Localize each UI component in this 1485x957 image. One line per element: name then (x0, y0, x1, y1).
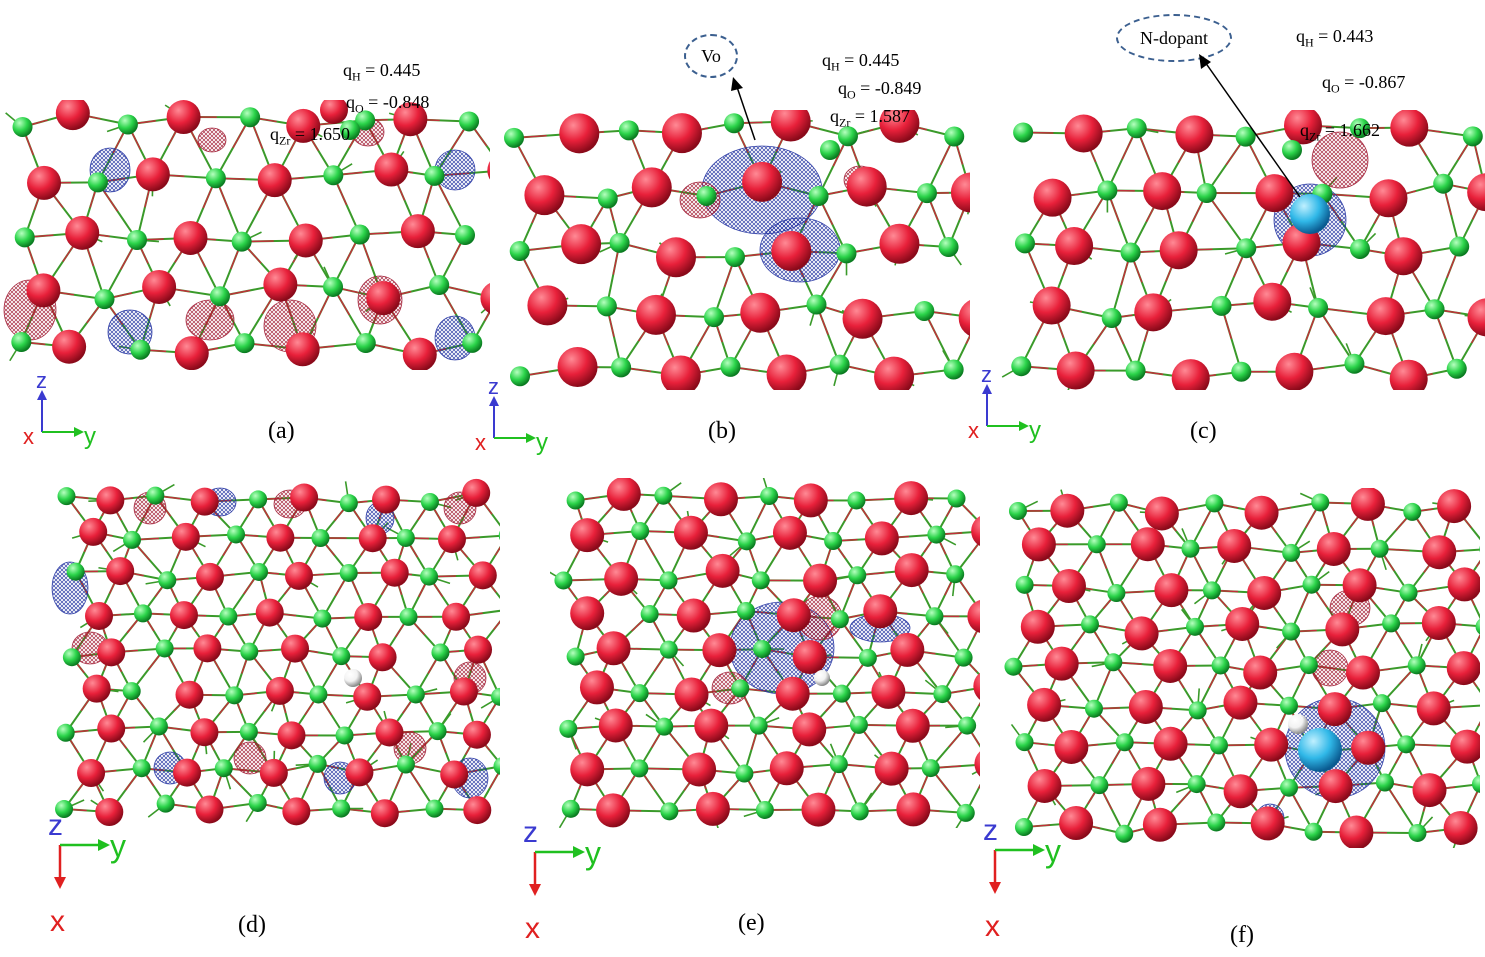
molecular-structure-b (500, 110, 970, 390)
panel-e (550, 478, 980, 828)
svg-text:y: y (1029, 417, 1041, 444)
axis-triad-icon: z y x (975, 810, 1075, 950)
arrow-icon (725, 75, 765, 145)
svg-text:x: x (50, 905, 65, 938)
caption-d: (d) (238, 912, 266, 939)
charge-label-o-b: qO = -0.849 (838, 78, 921, 103)
svg-text:x: x (525, 912, 540, 945)
svg-text:x: x (985, 910, 1000, 943)
svg-text:z: z (488, 376, 499, 399)
svg-text:z: z (36, 370, 47, 393)
charge-label-zr-b: qZr = 1.587 (830, 106, 910, 131)
charge-label-zr-c: qZr = 1.662 (1300, 120, 1380, 145)
charge-label-zr-a: qZr = 1.650 (270, 124, 350, 149)
charge-label-h-c: qH = 0.443 (1296, 26, 1373, 51)
molecular-structure-d (50, 478, 500, 828)
svg-text:y: y (110, 828, 126, 864)
axis-triad-icon: z x y (472, 376, 552, 456)
axis-triad-icon: z y x (515, 812, 615, 952)
charge-label-h-a: qH = 0.445 (343, 60, 420, 85)
svg-text:z: z (983, 814, 998, 847)
panel-f (1000, 488, 1480, 848)
vacancy-callout: Vo (684, 34, 738, 78)
svg-text:z: z (523, 816, 538, 849)
svg-text:x: x (23, 424, 34, 449)
molecular-structure-e (550, 478, 980, 828)
caption-e: (e) (738, 910, 765, 937)
svg-text:y: y (536, 429, 548, 456)
svg-text:x: x (475, 430, 486, 455)
molecular-structure-f (1000, 488, 1480, 848)
panel-b (500, 110, 970, 390)
caption-c: (c) (1190, 418, 1217, 445)
panel-a (0, 100, 490, 370)
caption-f: (f) (1230, 922, 1254, 949)
charge-label-o-a: qO = -0.848 (346, 92, 429, 117)
charge-label-h-b: qH = 0.445 (822, 50, 899, 75)
svg-text:z: z (981, 364, 992, 387)
panel-d (50, 478, 500, 828)
molecular-structure-a (0, 100, 490, 370)
axis-triad-icon: z x y (965, 364, 1045, 444)
svg-text:z: z (48, 809, 63, 842)
arrow-icon (1195, 52, 1305, 202)
svg-text:y: y (84, 423, 96, 450)
axis-triad-icon: z y x (40, 805, 140, 945)
svg-text:y: y (1045, 833, 1061, 869)
svg-text:y: y (585, 835, 601, 871)
caption-b: (b) (708, 418, 736, 445)
caption-a: (a) (268, 418, 295, 445)
axis-triad-icon: z x y (20, 370, 100, 450)
svg-text:x: x (968, 418, 979, 443)
charge-label-o-c: qO = -0.867 (1322, 72, 1405, 97)
